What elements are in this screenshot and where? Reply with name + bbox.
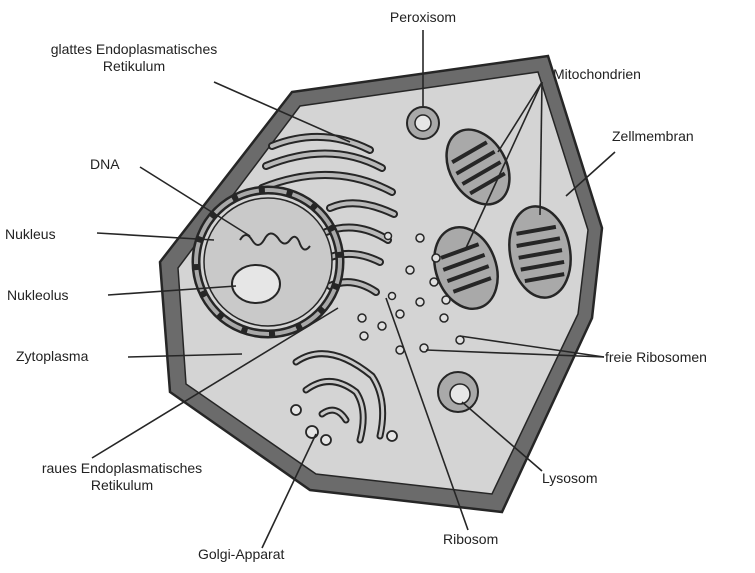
label-smooth-er-line1: glattes Endoplasmatisches bbox=[6, 41, 262, 58]
peroxisome-core bbox=[415, 115, 431, 131]
label-rough-er-line1: raues Endoplasmatisches bbox=[4, 460, 240, 477]
nucleolus-shape bbox=[232, 265, 280, 303]
label-golgi: Golgi-Apparat bbox=[198, 546, 284, 563]
label-lysosome: Lysosom bbox=[542, 470, 598, 487]
label-dna: DNA bbox=[90, 156, 120, 173]
label-cell-membrane: Zellmembran bbox=[612, 128, 694, 145]
label-ribosome: Ribosom bbox=[443, 531, 498, 548]
nucleus-inner bbox=[204, 198, 332, 326]
label-mitochondria: Mitochondrien bbox=[553, 66, 641, 83]
label-free-ribosomes: freie Ribosomen bbox=[605, 349, 707, 366]
label-smooth-er: glattes Endoplasmatisches Retikulum bbox=[6, 41, 262, 75]
lysosome-core bbox=[450, 384, 470, 404]
label-peroxisome: Peroxisom bbox=[362, 9, 484, 26]
label-cytoplasm: Zytoplasma bbox=[16, 348, 88, 365]
label-smooth-er-line2: Retikulum bbox=[6, 58, 262, 75]
label-rough-er: raues Endoplasmatisches Retikulum bbox=[4, 460, 240, 494]
label-nucleolus: Nukleolus bbox=[7, 287, 68, 304]
label-nucleus: Nukleus bbox=[5, 226, 56, 243]
label-rough-er-line2: Retikulum bbox=[4, 477, 240, 494]
